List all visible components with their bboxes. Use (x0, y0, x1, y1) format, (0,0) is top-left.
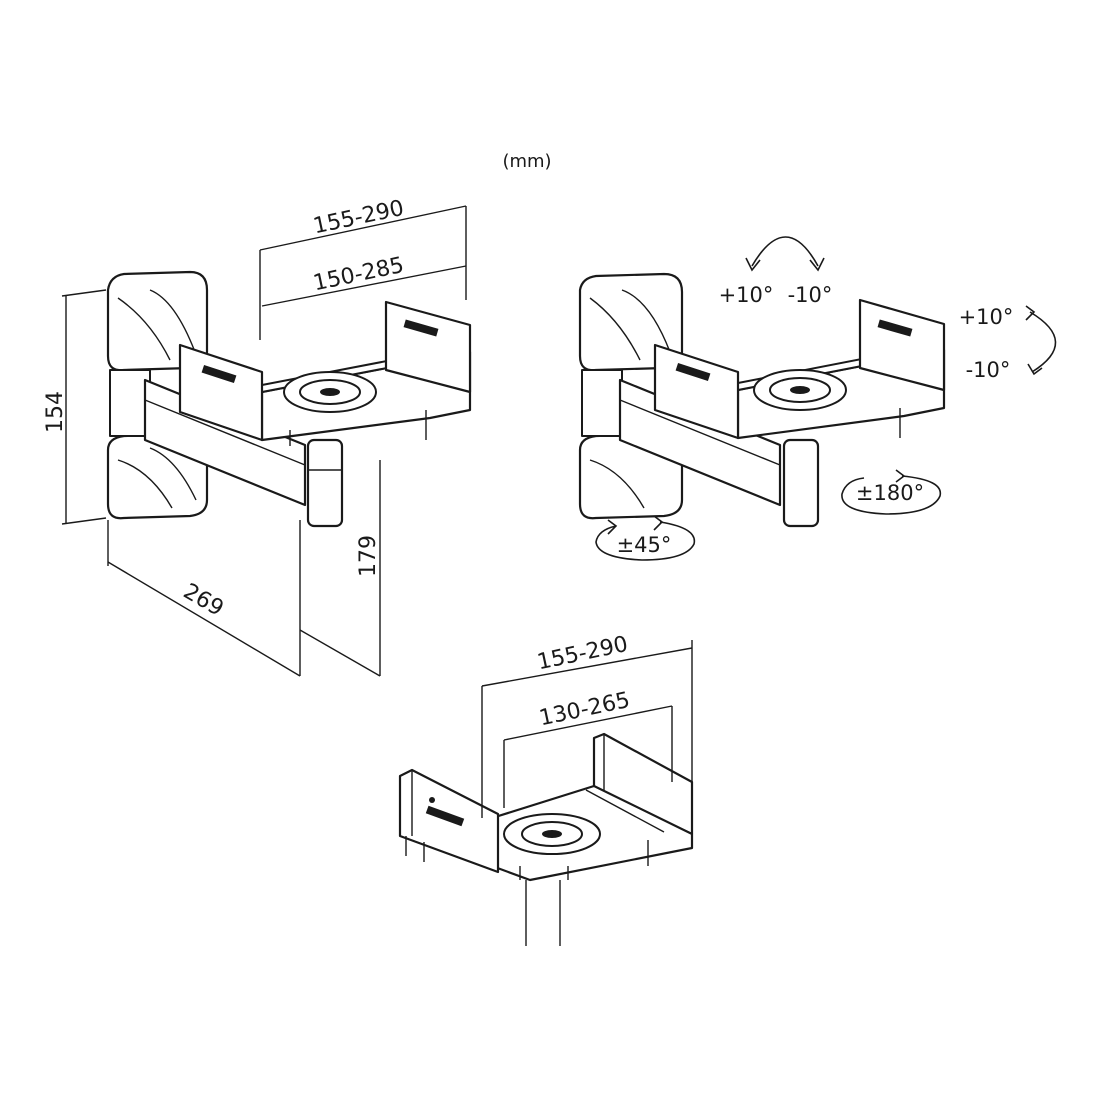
tray-back-plate (592, 732, 694, 836)
dim-height: 154 (43, 391, 68, 433)
dim-inner-width-bottom: 130-265 (537, 688, 632, 732)
wall-spine (109, 369, 151, 437)
tilt-plus: +10° (719, 283, 774, 307)
swivel-plate: ±180° (856, 481, 924, 505)
mount-view-rotation: +10° -10° +10° -10° ±180° ±45° (578, 236, 1057, 561)
unit-label: (mm) (502, 151, 551, 172)
dim-outer-width-bottom: 155-290 (535, 632, 630, 676)
tilt-minus: -10° (788, 283, 833, 307)
tray-view-dimensions: 155-290 130-265 (398, 632, 694, 946)
side-tilt-minus: -10° (966, 358, 1011, 382)
dim-inner-width-left: 150-285 (311, 253, 406, 297)
dim-drop: 179 (356, 535, 381, 577)
dim-outer-width-left: 155-290 (311, 196, 406, 240)
mount-view-dimensions: 155-290 150-285 154 269 179 (43, 196, 472, 677)
dim-depth: 269 (179, 579, 228, 622)
side-tilt-plus: +10° (959, 305, 1014, 329)
pivot-column (306, 438, 344, 528)
swivel-arm: ±45° (617, 533, 672, 557)
clamp-left (178, 343, 264, 442)
